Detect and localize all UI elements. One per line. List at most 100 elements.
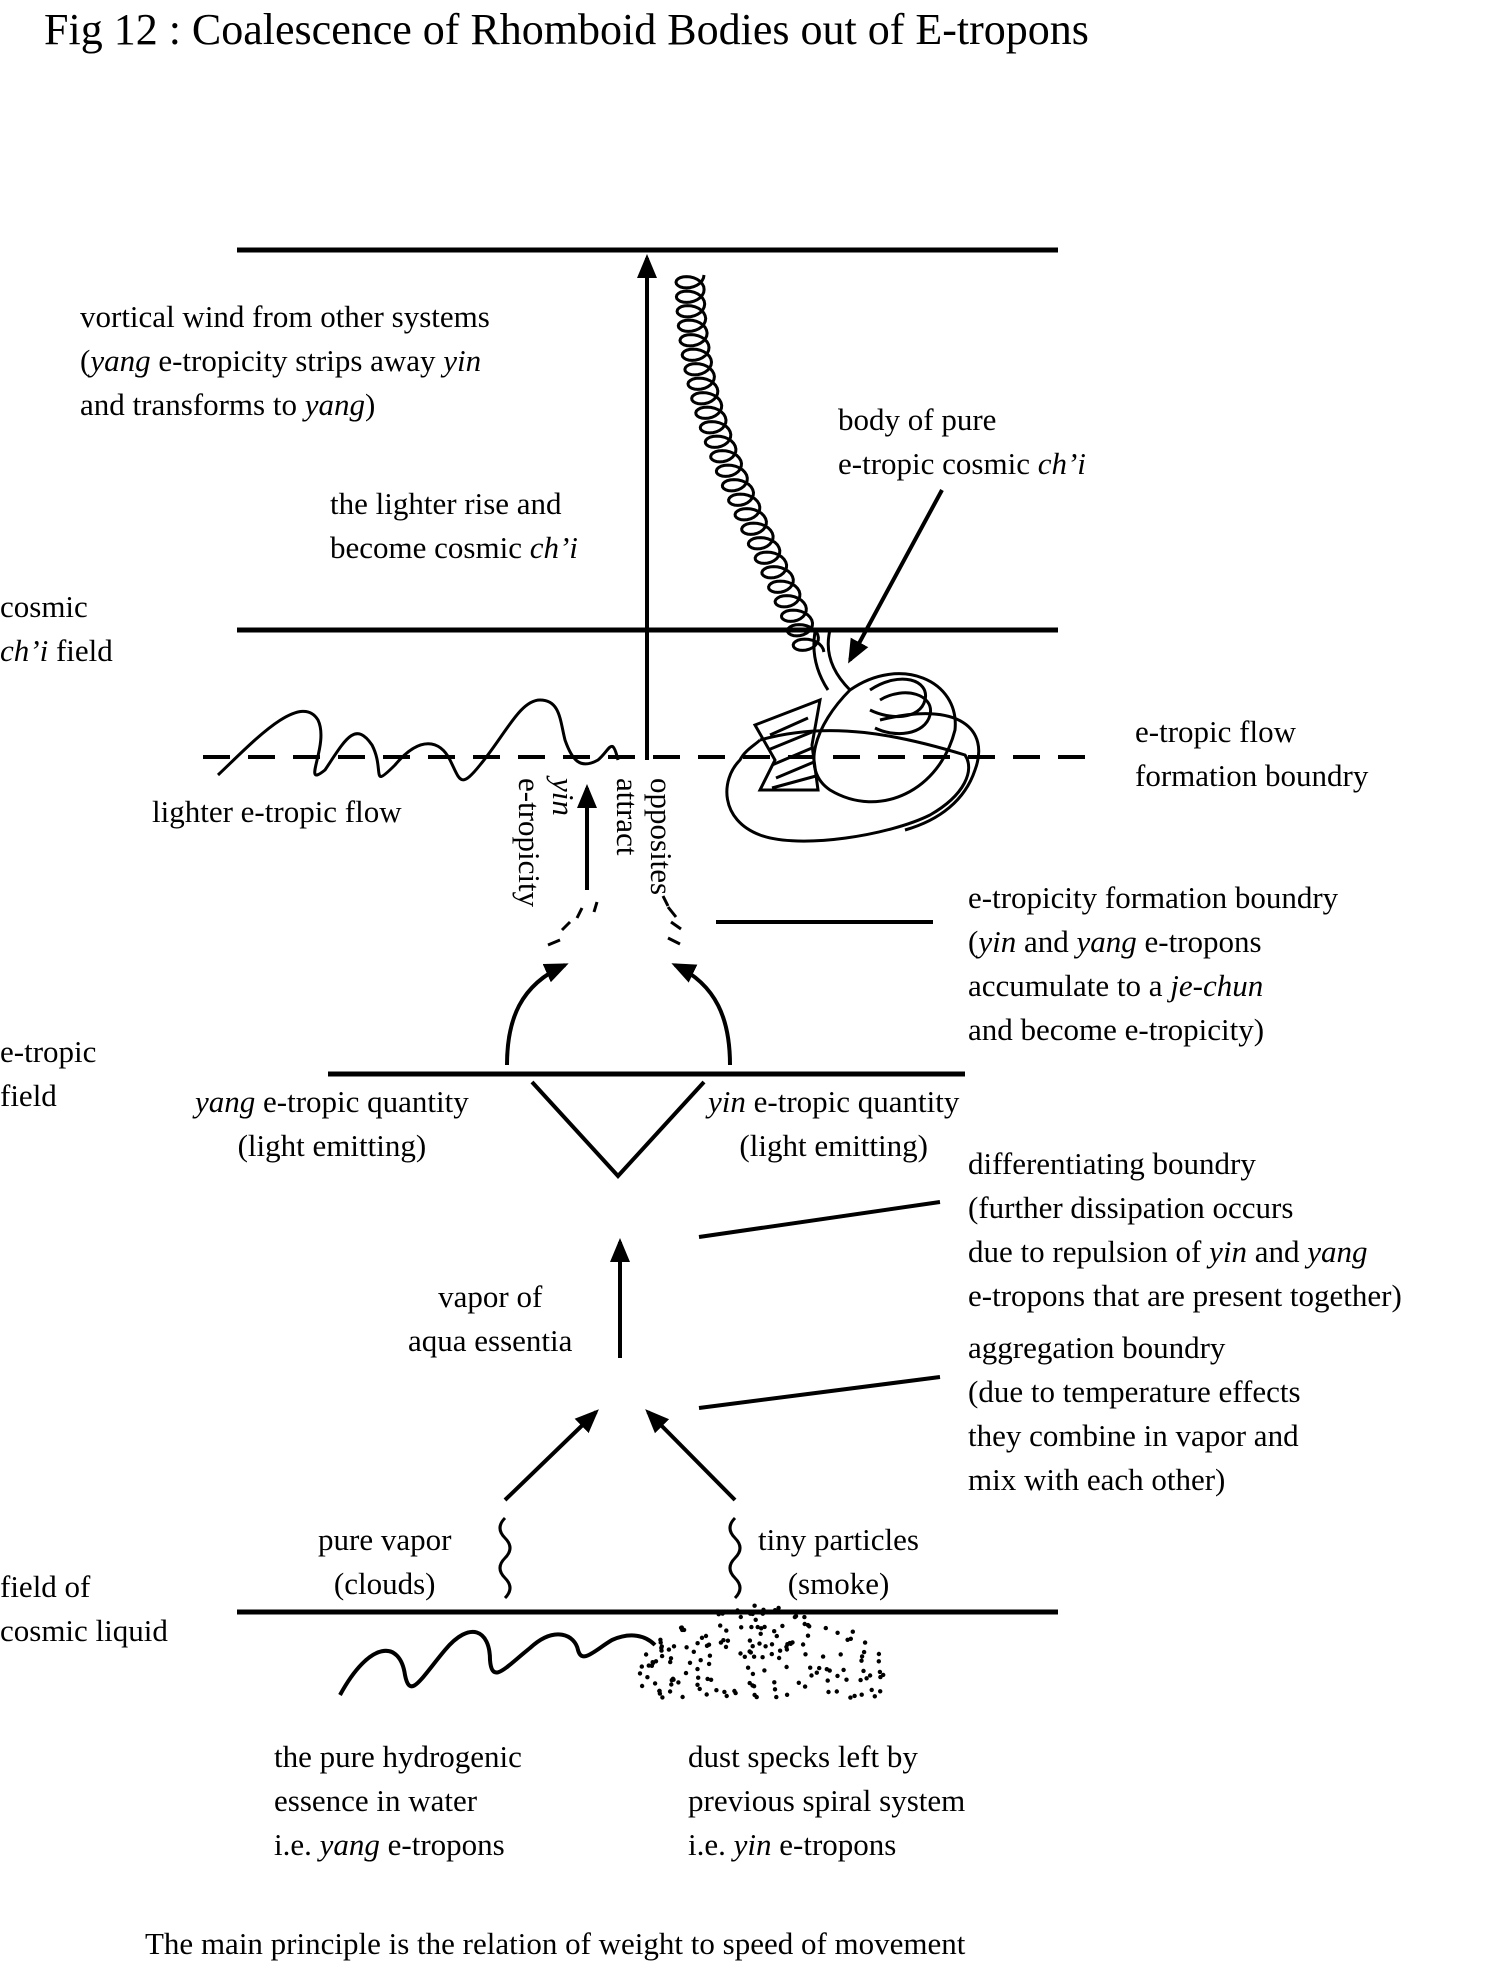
dust-speck: [859, 1654, 865, 1659]
dust-specks: [637, 1603, 886, 1700]
yin-quantity-label: yin e-tropic quantity (light emitting): [708, 1084, 960, 1163]
dust-speck: [862, 1640, 868, 1645]
dust-speck: [850, 1629, 855, 1634]
dust-speck: [762, 1624, 767, 1630]
dust-speck: [668, 1656, 674, 1661]
dust-speck: [750, 1671, 756, 1677]
dust-speck: [876, 1659, 881, 1664]
dust-speck: [725, 1638, 731, 1643]
dust-speck: [790, 1640, 795, 1645]
dust-speck: [808, 1665, 813, 1670]
dust-speck: [772, 1629, 777, 1634]
dust-speck: [739, 1625, 744, 1630]
dust-speck: [697, 1686, 702, 1692]
dust-speck: [777, 1648, 783, 1653]
dust-speck: [659, 1644, 664, 1649]
dust-speck: [805, 1633, 811, 1638]
dust-speck: [659, 1653, 665, 1659]
dust-speck: [755, 1624, 760, 1630]
dust-speck: [680, 1694, 685, 1700]
dust-speck: [864, 1676, 869, 1681]
dust-speck: [722, 1689, 727, 1695]
dust-speck: [774, 1694, 779, 1700]
dust-speck: [814, 1670, 819, 1675]
water-wave: [338, 1629, 657, 1696]
yin-rays: [661, 895, 682, 946]
lighter-flow-label: lighter e-tropic flow: [152, 794, 402, 829]
dust-speck: [753, 1617, 758, 1623]
dust-speck: [772, 1687, 778, 1692]
dust-speck: [659, 1648, 664, 1653]
yin-curve-arrow: [671, 963, 732, 1066]
vortical-coil: [674, 274, 826, 653]
dust-speck: [637, 1671, 643, 1676]
dust-speck: [772, 1608, 778, 1613]
chi-italic: ch’i: [0, 633, 49, 668]
dust-speck: [824, 1667, 829, 1672]
dust-speck: [751, 1654, 757, 1659]
dust-speck: [687, 1660, 693, 1666]
dust-speck: [652, 1681, 658, 1686]
dust-speck: [752, 1603, 757, 1608]
dust-speck: [803, 1652, 808, 1657]
rhomboid-body: [725, 629, 981, 843]
yang-rays: [547, 901, 599, 947]
cosmic-liquid-field-label: field of cosmic liquid: [0, 1569, 168, 1648]
dust-speck: [826, 1689, 831, 1695]
dust-speck: [802, 1621, 807, 1627]
dust-speck: [835, 1630, 840, 1636]
dust-speck: [668, 1659, 673, 1665]
dust-speck: [718, 1623, 723, 1628]
dust-speck: [841, 1667, 846, 1673]
dust-speck: [759, 1626, 764, 1631]
dust-speck: [714, 1688, 719, 1693]
dust-speck: [817, 1665, 822, 1671]
dust-speck: [761, 1607, 766, 1613]
dust-speck: [696, 1675, 701, 1680]
dust-speck: [699, 1635, 705, 1641]
dust-speck: [639, 1683, 645, 1689]
dust-speck: [861, 1668, 866, 1674]
dust-speck: [723, 1644, 729, 1650]
dust-speck: [762, 1668, 767, 1673]
dust-speck: [838, 1652, 843, 1657]
dust-speck: [724, 1628, 729, 1633]
dust-speck: [669, 1682, 674, 1687]
hydrogenic-label: the pure hydrogenic essence in water i.e…: [274, 1739, 522, 1862]
lighter-flow-wave: [216, 698, 620, 782]
dust-speck: [769, 1651, 774, 1657]
dust-speck: [683, 1670, 689, 1676]
dust-speck: [780, 1623, 785, 1629]
dust-speck: [774, 1633, 779, 1639]
dust-speck: [706, 1661, 712, 1667]
tiny-particles-label: tiny particles (smoke): [758, 1522, 919, 1601]
dust-speck: [820, 1654, 826, 1659]
dust-speck: [679, 1625, 684, 1630]
yin-etropicity-label: yin e-tropicity: [512, 778, 581, 908]
smoke-squiggle: [728, 1516, 742, 1600]
body-pure-label: body of pure e-tropic cosmic ch’i: [838, 402, 1086, 481]
vortical-wind-label: vortical wind from other systems (yang e…: [80, 299, 490, 422]
dust-speck: [809, 1673, 814, 1678]
dust-speck: [748, 1611, 753, 1616]
dust-speck: [660, 1695, 665, 1700]
dust-speck: [732, 1688, 737, 1694]
footer-principle: The main principle is the relation of we…: [145, 1926, 966, 1961]
dust-speck: [872, 1694, 877, 1699]
dust-speck: [708, 1677, 714, 1683]
flow-boundary-label: e-tropic flow formation boundry: [1135, 714, 1369, 793]
opposites-attract-label: opposites attract: [610, 778, 679, 896]
dust-speck: [848, 1695, 853, 1700]
dust-speck: [844, 1677, 849, 1682]
differentiating-boundary-label: differentiating boundry (further dissipa…: [968, 1146, 1402, 1313]
dust-speck: [878, 1674, 883, 1680]
dust-speck: [735, 1608, 740, 1613]
dust-speck: [800, 1642, 806, 1647]
dust-speck: [670, 1676, 676, 1682]
dust-speck: [745, 1665, 751, 1670]
dust-label: dust specks left by previous spiral syst…: [688, 1739, 966, 1862]
dust-speck: [738, 1614, 743, 1620]
aggregation-boundary-line: [698, 1375, 941, 1410]
etropicity-boundary-label: e-tropicity formation boundry (yin and y…: [968, 880, 1339, 1047]
dust-speck: [754, 1694, 759, 1700]
